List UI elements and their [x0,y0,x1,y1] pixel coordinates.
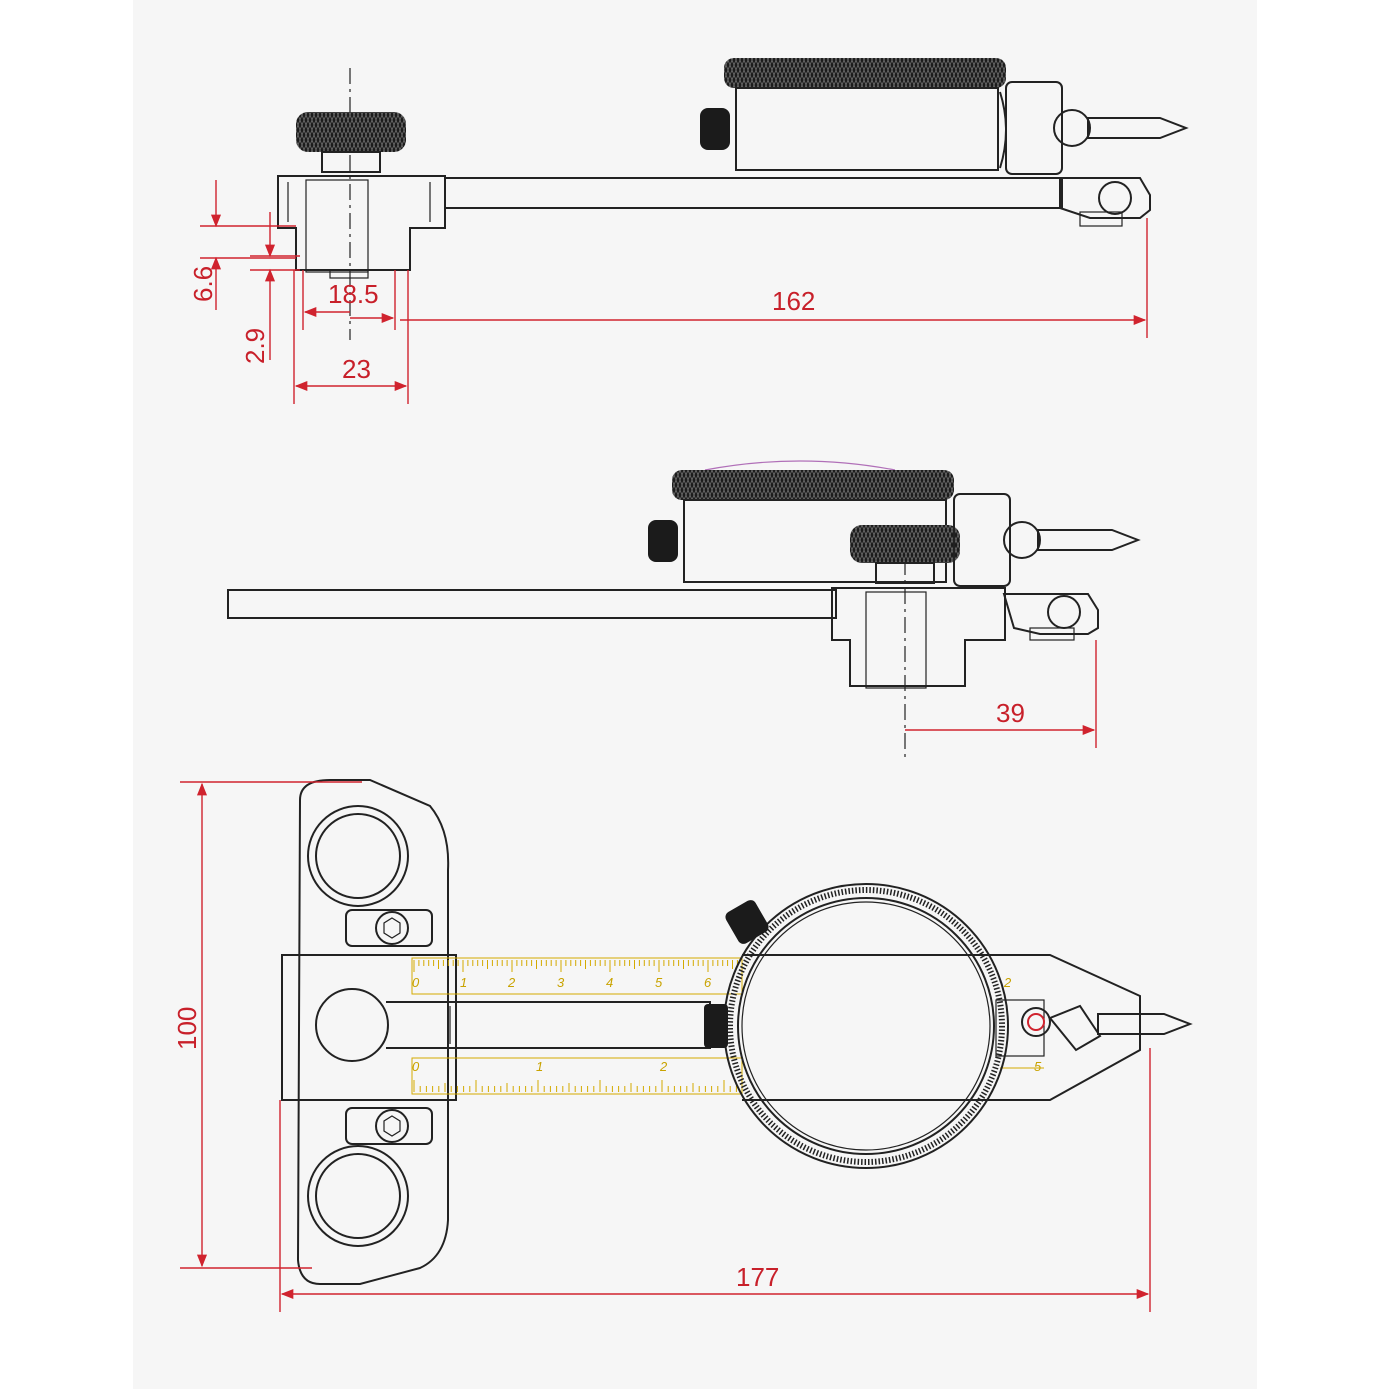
probe-tip-3 [1097,1013,1193,1035]
dim-162: 162 [400,218,1148,338]
dim-162-label: 162 [772,286,815,316]
lower-scale-2: 2 [659,1059,668,1074]
bottom-bushing [307,1145,409,1247]
center-bushing [315,988,389,1062]
arm-end-holder [1059,177,1151,219]
dim-2-9-label: 2.9 [240,328,270,364]
dial-stem-block-2 [953,493,1011,587]
dim-23-label: 23 [342,354,371,384]
probe-tip [1087,117,1189,139]
dim-100-label: 100 [172,1007,202,1050]
knurled-knob-2 [850,525,960,563]
dim-18-5-label: 18.5 [328,279,379,309]
right-arm [742,954,1141,1101]
dial-body [735,87,999,171]
upper-scale-0: 0 [412,975,420,990]
upper-scale-ticks [413,960,738,972]
base-housing [296,779,450,1285]
hex-screw [1021,1007,1051,1037]
dim-177: 177 [279,1048,1151,1312]
dial-bezel-2 [672,470,954,500]
dim-23: 23 [293,270,409,404]
upper-scale-1: 1 [460,975,467,990]
upper-scale-7: 2 [1003,975,1012,990]
lower-scale-ticks [413,1080,737,1092]
upper-scale-6: 6 [704,975,712,990]
bottom-clamp-screw [345,1107,433,1145]
lower-scale-1: 1 [536,1059,543,1074]
dim-39-label: 39 [996,698,1025,728]
dim-6-6-label: 6.6 [188,266,218,302]
upper-scale-2: 2 [507,975,516,990]
arm [444,177,1063,209]
top-view: 6.6 2.9 18.5 23 162 [188,58,1189,404]
arm-end-holder-2 [1002,593,1099,635]
dim-18-5: 18.5 [302,270,396,330]
lower-scale-3: 5 [1034,1059,1042,1074]
base-crossbar [281,954,457,1101]
knob-stem [321,151,381,173]
arm-2 [227,589,837,619]
clamp-block [277,175,446,271]
upper-scale-4: 4 [606,975,613,990]
slot-rail [386,1001,711,1049]
probe-holder [1048,1004,1102,1052]
upper-scale [411,957,743,995]
dim-39: 39 [905,640,1097,748]
top-bushing [307,805,409,907]
bottom-view: 0 1 2 3 4 5 6 2 0 1 2 5 [172,779,1193,1312]
dim-2-9: 2.9 [240,212,300,364]
knurled-knob [296,112,406,152]
dial-bezel [724,58,1006,88]
dim-6-6: 6.6 [188,180,296,310]
dim-177-label: 177 [736,1262,779,1292]
drawing-sheet [133,0,1257,1389]
clamp-slot [305,179,369,273]
dial-lock-knob [725,900,769,944]
clamp-block-2 [831,587,1006,687]
top-clamp-screw [345,909,433,947]
probe-tip-2 [1037,529,1141,551]
dim-100: 100 [172,781,362,1269]
upper-scale-3: 3 [557,975,565,990]
dial-stem-block [1005,81,1063,175]
lower-scale-0: 0 [412,1059,420,1074]
adjust-knob-2 [648,520,678,562]
upper-scale-5: 5 [655,975,663,990]
middle-view: 39 [227,460,1141,760]
adjust-knob [700,108,730,150]
dial-side-knob [704,1004,728,1048]
